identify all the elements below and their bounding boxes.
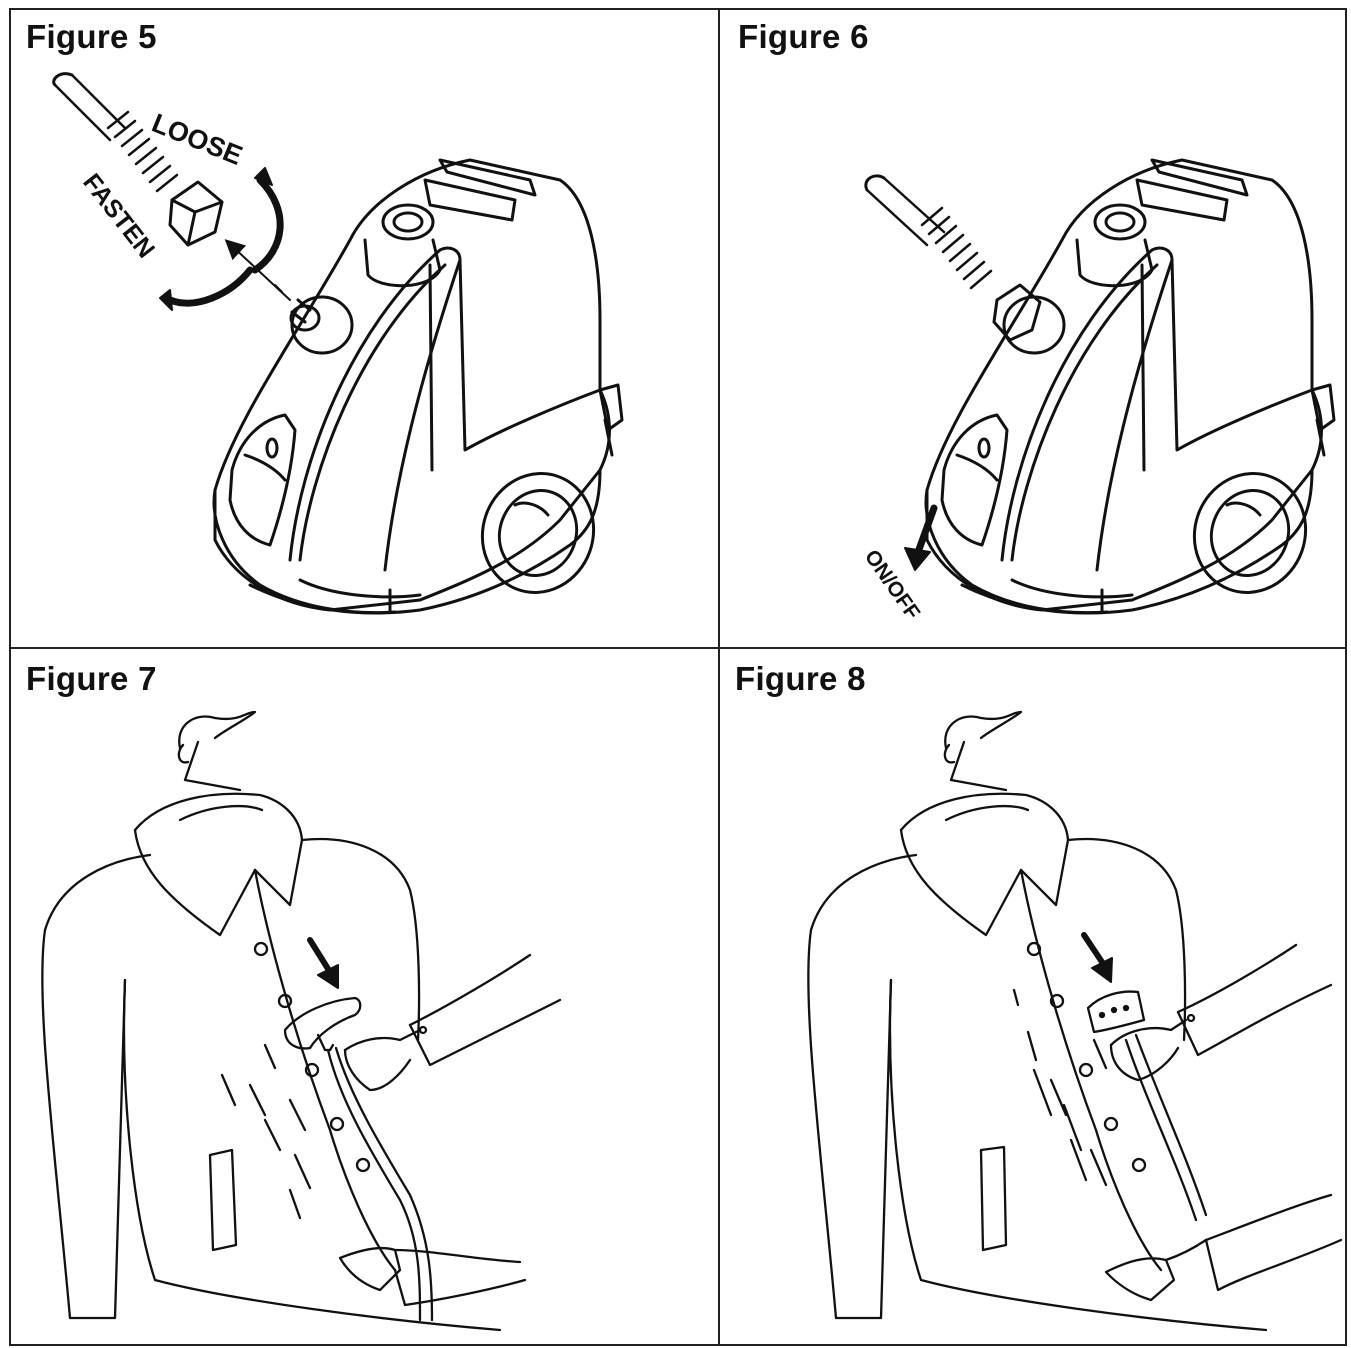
figure-7-steaming <box>41 710 562 1332</box>
figure-5-title: Figure 5 <box>26 18 157 55</box>
panel-grid <box>9 8 1347 1346</box>
figure-6-steamer <box>864 158 1336 615</box>
figure-8-steaming <box>807 710 1343 1332</box>
grid-divider-horizontal <box>9 647 1347 649</box>
grid-divider-vertical <box>718 8 720 1346</box>
fasten-label: FASTEN <box>77 168 160 263</box>
figure-6-title: Figure 6 <box>738 18 869 55</box>
loose-label: LOOSE <box>148 108 247 171</box>
figure-7-title: Figure 7 <box>26 660 157 697</box>
figure-5-steamer <box>52 72 624 615</box>
figure-8-title: Figure 8 <box>735 660 866 697</box>
